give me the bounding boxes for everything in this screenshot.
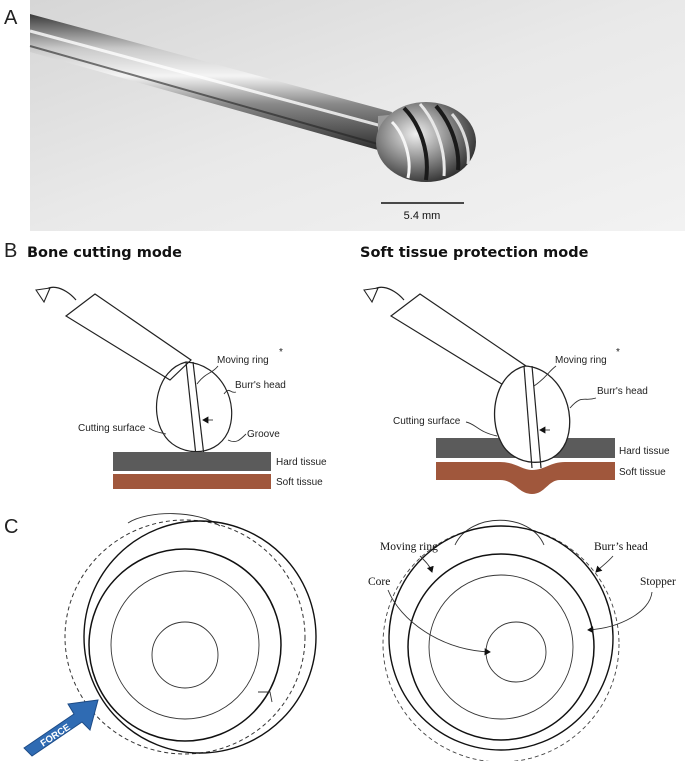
burrs-head-label: Burr's head bbox=[235, 380, 286, 391]
cross-section-labeled: Moving ring Burr’s head Core Stopper bbox=[368, 519, 676, 761]
moving-ring-outer bbox=[83, 520, 317, 754]
original-ring-position bbox=[64, 519, 306, 755]
shaft-drawing bbox=[64, 293, 192, 381]
burrs-head-label: Burr's head bbox=[597, 386, 648, 397]
cutting-surface-label: Cutting surface bbox=[78, 423, 146, 434]
cross-section-force: FORCE bbox=[23, 513, 317, 757]
moving-ring-outer bbox=[388, 525, 614, 751]
soft-tissue-layer bbox=[436, 462, 615, 494]
cutting-surface-label: Cutting surface bbox=[393, 416, 461, 427]
panel-a-letter: A bbox=[4, 7, 18, 29]
panel-c-letter: C bbox=[4, 516, 18, 538]
scale-bar-label: 5.4 mm bbox=[404, 210, 441, 222]
groove-label: Groove bbox=[247, 429, 280, 440]
cutting-tooth-outline bbox=[454, 519, 545, 546]
core-circle bbox=[151, 621, 219, 689]
moving-ring-dashed bbox=[382, 525, 620, 761]
hard-tissue-label: Hard tissue bbox=[276, 457, 327, 468]
stopper-circle bbox=[110, 570, 260, 720]
bone-cutting-mode: Bone cutting mode Moving ring * Burr's h… bbox=[27, 245, 327, 489]
burr-head-drawing bbox=[155, 361, 233, 453]
stopper-label: Stopper bbox=[640, 576, 676, 588]
core-label: Core bbox=[368, 576, 390, 588]
soft-tissue-label: Soft tissue bbox=[619, 467, 666, 478]
soft-tissue-protection-mode: Soft tissue protection mode Moving ring … bbox=[360, 245, 670, 494]
soft-tissue-protection-title: Soft tissue protection mode bbox=[360, 245, 589, 261]
moving-ring-label: Moving ring bbox=[380, 541, 438, 553]
moving-ring-label: Moving ring bbox=[217, 355, 269, 366]
core-circle bbox=[485, 621, 547, 683]
hard-tissue-layer bbox=[113, 452, 271, 471]
moving-ring-label: Moving ring bbox=[555, 355, 607, 366]
shaft-drawing bbox=[389, 293, 527, 387]
burr-head-photo bbox=[376, 102, 476, 182]
burrs-head-label: Burr’s head bbox=[594, 541, 648, 553]
soft-tissue-layer bbox=[113, 474, 271, 489]
burr-head-drawing bbox=[493, 365, 571, 463]
soft-tissue-label: Soft tissue bbox=[276, 477, 323, 488]
stopper-circle bbox=[428, 574, 574, 720]
burr-head-circle bbox=[407, 553, 595, 741]
svg-text:*: * bbox=[279, 347, 283, 358]
force-arrow-icon: FORCE bbox=[23, 699, 99, 757]
hard-tissue-label: Hard tissue bbox=[619, 446, 670, 457]
panel-b-letter: B bbox=[4, 240, 17, 262]
svg-text:*: * bbox=[616, 347, 620, 358]
burr-shaft bbox=[29, 14, 392, 152]
bone-cutting-title: Bone cutting mode bbox=[27, 245, 182, 261]
panel-a-photo: 5.4 mm bbox=[29, 0, 685, 231]
burr-head-circle bbox=[88, 548, 282, 742]
